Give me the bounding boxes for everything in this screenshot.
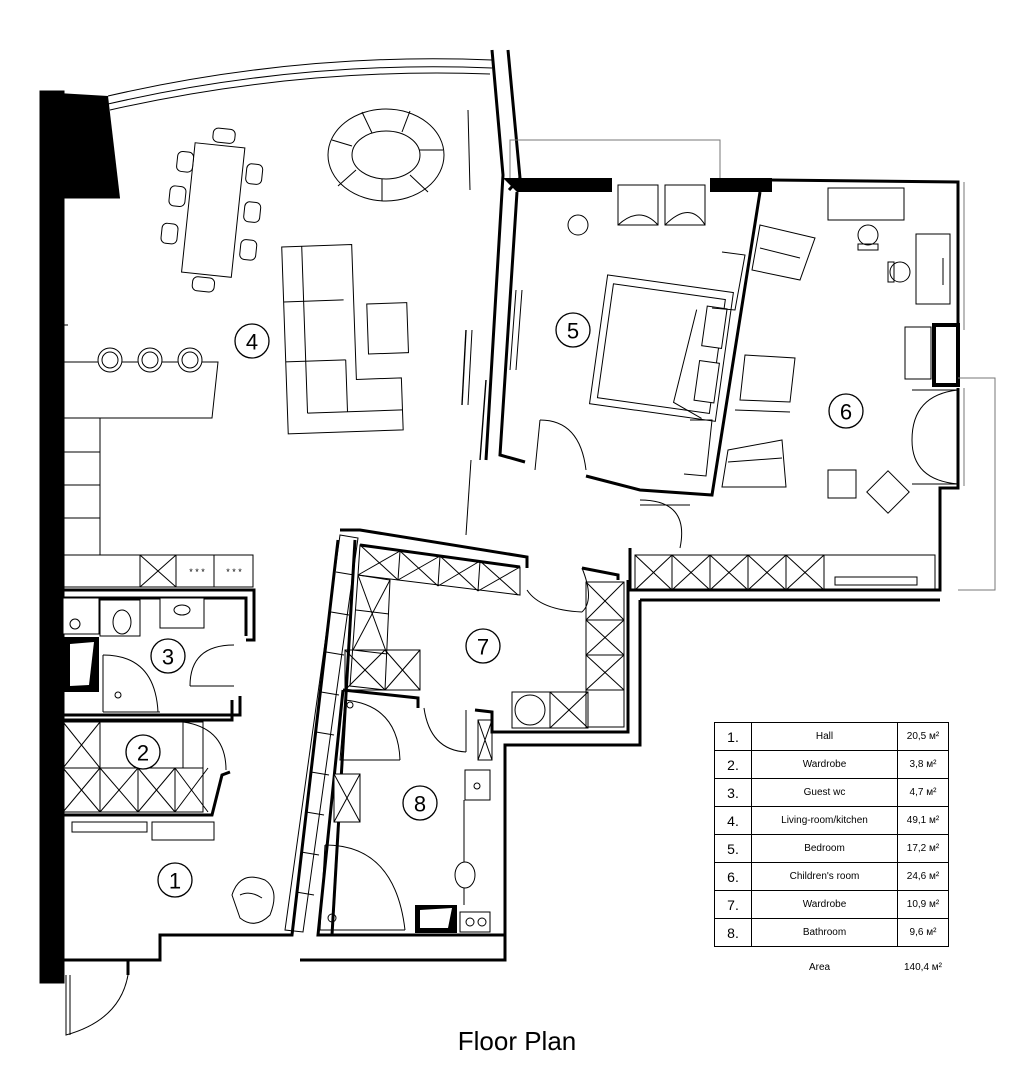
- room-label-6: 6: [828, 393, 864, 429]
- svg-text:6: 6: [840, 400, 852, 425]
- room-label-7: 7: [465, 628, 501, 664]
- svg-text:4: 4: [246, 330, 258, 355]
- schedule-row-room: Bedroom: [751, 834, 898, 863]
- room-label-5: 5: [555, 312, 591, 348]
- wardrobe-2-cabinets: [62, 721, 227, 813]
- schedule-row-room: Guest wc: [751, 778, 898, 807]
- schedule-row-room: Children's room: [751, 862, 898, 891]
- room-label-4: 4: [234, 323, 270, 359]
- svg-text:8: 8: [414, 792, 426, 817]
- exterior-walls: [39, 49, 960, 984]
- svg-text:* * *: * * *: [189, 567, 205, 577]
- total-area-label: Area: [809, 962, 831, 973]
- room-label-2: 2: [125, 734, 161, 770]
- corridor-cabinets: [634, 554, 936, 591]
- schedule-row-area: 20,5 м²: [897, 722, 949, 751]
- bedroom-furniture: [534, 184, 746, 549]
- childrens-room-furniture: [721, 187, 959, 514]
- schedule-row-room: Wardrobe: [751, 750, 898, 779]
- schedule-row-area: 24,6 м²: [897, 862, 949, 891]
- curved-window: [107, 58, 493, 111]
- svg-text:3: 3: [162, 645, 174, 670]
- svg-text:* * *: * * *: [226, 567, 242, 577]
- schedule-row-number: 1.: [714, 722, 752, 751]
- svg-text:1: 1: [169, 869, 181, 894]
- bathroom-fixtures: [319, 699, 493, 933]
- schedule-row-room: Wardrobe: [751, 890, 898, 919]
- schedule-row-room: Bathroom: [751, 918, 898, 947]
- schedule-row-room: Living-room/kitchen: [751, 806, 898, 835]
- schedule-row-area: 9,6 м²: [897, 918, 949, 947]
- room-label-1: 1: [157, 862, 193, 898]
- round-sofa: [327, 108, 445, 202]
- svg-text:5: 5: [567, 319, 579, 344]
- room-label-8: 8: [402, 785, 438, 821]
- dining-table: [160, 127, 264, 293]
- schedule-row-number: 7.: [714, 890, 752, 919]
- room-label-3: 3: [150, 638, 186, 674]
- balcony: [509, 139, 996, 591]
- schedule-row-number: 4.: [714, 806, 752, 835]
- schedule-row-number: 6.: [714, 862, 752, 891]
- schedule-row-number: 8.: [714, 918, 752, 947]
- room-labels: 1 2 3 4 5 6 7 8: [125, 312, 864, 898]
- schedule-row-area: 3,8 м²: [897, 750, 949, 779]
- plan-title: Floor Plan: [457, 1026, 577, 1056]
- svg-text:2: 2: [137, 741, 149, 766]
- wardrobe-7-shelving: [284, 534, 625, 933]
- schedule-row-number: 5.: [714, 834, 752, 863]
- l-sofa: [281, 244, 409, 435]
- guest-wc-fixtures: [62, 597, 235, 713]
- bar-stools: [97, 347, 203, 373]
- schedule-row-number: 3.: [714, 778, 752, 807]
- svg-text:7: 7: [477, 635, 489, 660]
- schedule-row-area: 10,9 м²: [897, 890, 949, 919]
- schedule-row-area: 49,1 м²: [897, 806, 949, 835]
- sliding-doors: [461, 109, 523, 536]
- schedule-row-area: 4,7 м²: [897, 778, 949, 807]
- schedule-row-area: 17,2 м²: [897, 834, 949, 863]
- total-area-value: 140,4 м²: [904, 962, 943, 973]
- hall-furniture: [65, 821, 275, 1036]
- schedule-row-number: 2.: [714, 750, 752, 779]
- schedule-row-room: Hall: [751, 722, 898, 751]
